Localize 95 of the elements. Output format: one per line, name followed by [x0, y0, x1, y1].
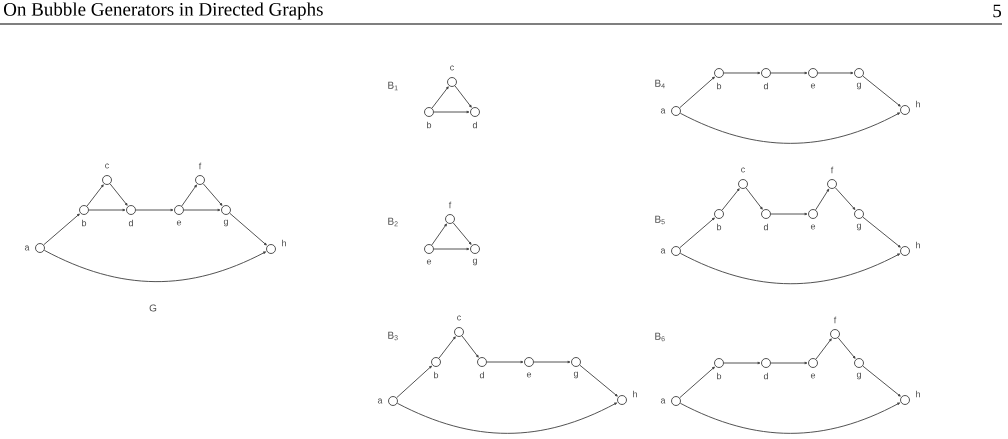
vertex-label: g — [856, 223, 861, 231]
graph-label: B$_{5}$ — [655, 215, 665, 225]
vertex-label: d — [763, 82, 768, 90]
arrow — [486, 360, 524, 364]
vertex-label: g — [856, 372, 861, 380]
arrow — [679, 402, 901, 434]
arrow — [533, 360, 571, 364]
arrow — [88, 208, 126, 212]
vertex-label: d — [472, 121, 477, 129]
graph-label: B$_{6}$ — [655, 332, 665, 342]
arrow — [770, 361, 808, 365]
graph-label: B$_{1}$ — [388, 81, 398, 91]
arrow — [181, 184, 197, 207]
vertex-label: d — [479, 371, 484, 379]
vertex-label: d — [128, 219, 133, 227]
arrow — [431, 223, 447, 246]
arrow — [723, 71, 761, 75]
arrow — [679, 217, 715, 249]
arrow — [862, 216, 901, 248]
vertex-label: a — [660, 108, 666, 114]
vertex-label: b — [434, 371, 439, 379]
vertex-label: g — [223, 219, 228, 227]
arrow — [454, 85, 472, 108]
vertex-label: b — [717, 372, 722, 380]
arrow — [431, 86, 449, 109]
arrow — [837, 337, 856, 359]
vertex-label: a — [660, 398, 666, 404]
arrow — [679, 76, 715, 109]
arrow — [834, 187, 856, 210]
graph-label: B$_{4}$ — [655, 79, 665, 89]
arrow — [745, 187, 763, 210]
arrow — [43, 213, 80, 246]
page-number: 5 — [993, 4, 1002, 18]
vertex-label: b — [82, 219, 87, 227]
vertex-label: b — [717, 223, 722, 231]
graph-label: G — [149, 304, 157, 312]
vertex-label: h — [916, 241, 920, 249]
vertex-label: f — [830, 166, 834, 174]
vertex-label: c — [105, 163, 109, 169]
vertex-label: c — [741, 167, 746, 173]
vertex-label: b — [427, 121, 432, 129]
arrow — [770, 71, 808, 75]
arrow — [135, 208, 174, 212]
arrow — [452, 222, 472, 245]
graph-label: B$_{2}$ — [388, 217, 398, 227]
arrow — [43, 249, 267, 283]
arrow — [679, 366, 715, 399]
arrow — [679, 252, 901, 285]
arrow — [862, 365, 901, 397]
vertex-label: e — [810, 373, 816, 379]
vertex-label: e — [526, 372, 532, 378]
arrow — [721, 188, 740, 211]
arrow — [862, 75, 901, 107]
vertex-label: h — [633, 390, 637, 398]
arrow — [109, 183, 128, 206]
arrow — [723, 361, 761, 365]
vertex-label: f — [198, 162, 202, 170]
graph-label: B$_{3}$ — [388, 331, 398, 341]
vertex-label: a — [660, 248, 666, 254]
arrow — [579, 364, 618, 397]
vertex-label: g — [573, 371, 578, 379]
arrow — [461, 335, 479, 358]
arrow — [396, 365, 432, 399]
vertex-label: d — [763, 372, 768, 380]
arrow — [202, 183, 223, 206]
vertex-label: e — [426, 259, 432, 265]
vertex-label: h — [282, 239, 286, 247]
vertex-label: a — [377, 398, 383, 404]
arrow — [817, 71, 854, 75]
vertex-label: f — [833, 316, 837, 324]
vertex-label: c — [450, 65, 454, 71]
arrow — [815, 188, 830, 211]
arrow — [396, 402, 618, 434]
vertex-label: g — [856, 82, 861, 90]
vertex-label: e — [810, 83, 816, 89]
vertex-label: f — [448, 201, 452, 209]
vertex-label: e — [810, 224, 816, 230]
vertex-label: c — [457, 315, 461, 321]
arrow — [183, 208, 221, 212]
arrow — [86, 184, 104, 207]
arrow — [229, 212, 267, 246]
vertex-label: h — [916, 390, 920, 398]
arrow — [438, 336, 456, 359]
vertex-label: d — [763, 223, 768, 231]
running-header: On Bubble Generators in Directed Graphs — [4, 2, 323, 20]
arrow — [815, 338, 832, 360]
arrow — [433, 110, 470, 114]
arrow — [679, 112, 901, 144]
vertex-label: h — [916, 100, 920, 108]
vertex-label: e — [176, 220, 182, 226]
vertex-label: g — [472, 258, 477, 266]
arrow — [433, 247, 470, 251]
arrow — [770, 212, 808, 216]
vertex-label: b — [717, 82, 722, 90]
vertex-label: a — [24, 245, 30, 251]
